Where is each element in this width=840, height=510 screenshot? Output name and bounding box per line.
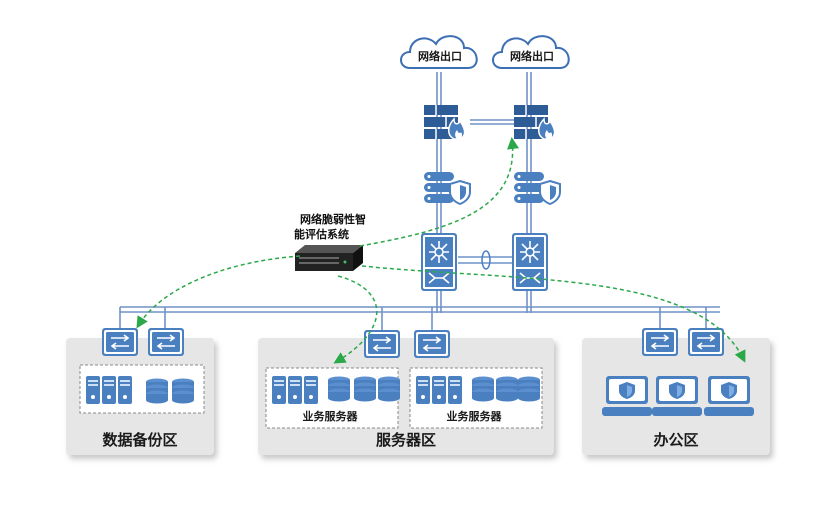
scanner-label-line2: 能评估系统 [294,227,349,241]
server-group-2-devices [416,376,540,404]
storage-icon [518,376,540,402]
storage-icon [378,376,400,402]
security-gateway-icon [423,171,471,205]
firewall-icon [513,104,556,140]
server-tower-icon [102,376,116,404]
zone-server-label: 服务器区 [376,431,436,449]
storage-icon [496,376,518,402]
scan-paths [136,137,746,364]
link-aggregation-ring [481,250,491,270]
vulnerability-scanner-device [295,245,363,271]
server-tower-icon [448,376,462,404]
server-tower-icon [288,376,302,404]
access-switch-icon [641,327,679,357]
storage-icon [328,376,350,402]
server-tower-icon [272,376,286,404]
server-group-2-label: 业务服务器 [447,409,503,423]
access-switch-icon [687,327,725,357]
server-tower-icon [416,376,430,404]
scan-path-to-server [333,275,378,364]
scan-path-to-firewall [359,137,519,247]
server-group-1-devices [272,376,400,404]
server-group-1-label: 业务服务器 [303,409,359,423]
storage-icon [354,376,376,402]
server-tower-icon [118,376,132,404]
access-switch-icon [101,327,139,357]
storage-icon [472,376,494,402]
access-switch-icon [413,329,451,359]
security-gateway-icon [513,171,561,205]
office-pc-icon [602,376,652,416]
office-pc-icon [704,376,754,416]
cloud-label: 网络出口 [510,49,554,63]
firewall-icon [423,104,466,140]
server-tower-icon [432,376,446,404]
core-switch-icon [420,232,458,292]
cloud-internet-right: 网络出口 [492,35,570,69]
zone-office-label: 办公区 [653,431,698,449]
scan-path-to-office [361,265,746,363]
storage-icon [146,378,168,404]
scan-path-to-backup [136,255,301,329]
scanner-label-line1: 网络脆弱性智 [300,212,366,226]
core-switch-icon [511,232,549,292]
storage-icon [172,378,194,404]
office-pc-icon [652,376,702,416]
server-tower-icon [304,376,318,404]
cloud-label: 网络出口 [418,49,462,63]
cloud-internet-left: 网络出口 [400,35,478,69]
access-switch-icon [147,327,185,357]
server-tower-icon [86,376,100,404]
zone-backup-label: 数据备份区 [102,431,177,449]
